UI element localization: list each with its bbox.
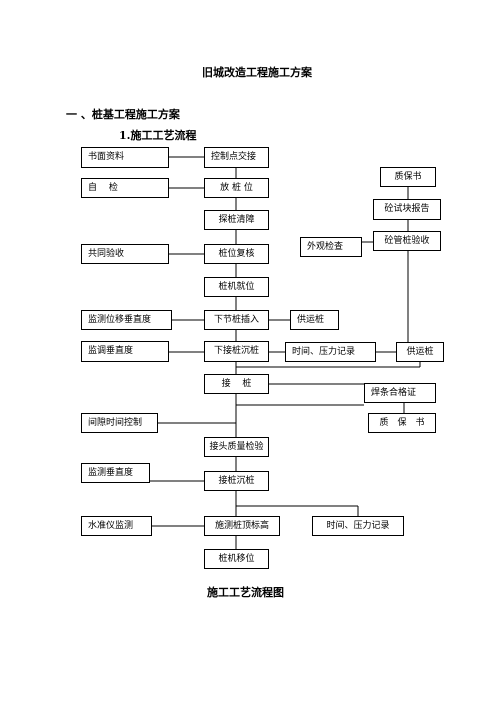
figure-caption: 施工工艺流程图 [207,586,284,599]
xiajie-charu-box: 下节桩插入 [204,310,269,330]
fang-zhuwei-box: 放 桩 位 [204,178,269,198]
document-title: 旧城改造工程施工方案 [202,66,312,79]
zhibaoshu-box: 质保书 [380,167,436,187]
zhuji-jiuwei-box: 桩机就位 [204,277,269,297]
jiezhu-box: 接 桩 [204,374,269,394]
zhuwei-fuhe-box: 桩位复核 [204,244,269,264]
jiance-yichui-box: 监测位移垂直度 [81,310,172,330]
jiance-chuizhi-box-1: 监调垂直度 [81,341,169,362]
shikuai-baogao-box: 砼试块报告 [373,199,441,220]
waiguan-jiancha-box: 外观检查 [300,237,362,257]
shumian-ziliao-box: 书面资料 [81,147,169,168]
tanzhu-qingzhang-box: 探桩清障 [204,210,269,230]
gongyunzhu-box-2: 供运桩 [396,342,444,362]
shice-biaogao-box: 施测桩顶标高 [204,516,280,536]
jiance-chuizhi-box-2: 监测垂直度 [81,463,150,483]
jiezhu-chenzhu-box: 接桩沉桩 [204,471,269,491]
zhuji-yiwei-box: 桩机移位 [204,549,269,569]
xiajie-chenzhu-box: 下接桩沉桩 [204,341,269,362]
shuizhunyi-box: 水准仪监测 [81,516,152,536]
jietou-jianyan-box: 接头质量检验 [204,437,269,457]
gongtong-yanshou-box: 共同验收 [81,244,169,264]
jianxi-kongzhi-box: 间隙时间控制 [81,413,158,433]
shijian-yali-box-1: 时间、压力记录 [285,342,376,362]
tongguan-zhuyanshou-box: 砼管桩验收 [373,231,441,251]
shijian-yali-box-2: 时间、压力记录 [312,516,404,536]
gongyunzhu-box-1: 供运桩 [290,310,339,330]
section-heading: 一 、桩基工程施工方案 [66,108,180,121]
zijian-box: 自 检 [81,178,169,198]
zhibaoshu-box-2: 质 保 书 [368,413,436,433]
subsection-heading: 1.施工工艺流程 [119,129,197,142]
hantiao-hege-box: 焊条合格证 [364,383,436,403]
kongzhidian-jiaojie-box: 控制点交接 [204,147,269,168]
